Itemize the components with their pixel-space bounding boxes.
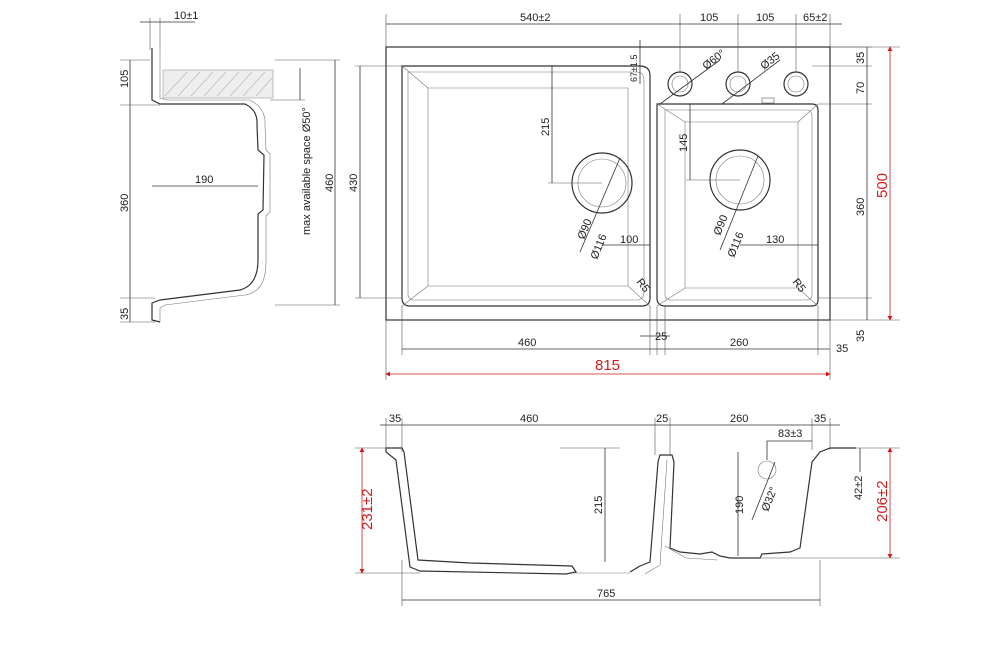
top-dim-60: Ø60° [700,47,727,72]
front-dim-460: 460 [520,413,538,425]
side-dim-top: 10±1 [174,10,198,22]
side-note: max available space Ø50° [301,107,313,235]
front-dim-32: Ø32° [760,485,781,513]
top-dim-815: 815 [595,357,620,374]
top-dim-360-right: 360 [855,198,867,216]
front-dim-231: 231±2 [359,488,376,530]
top-dim-260: 260 [730,337,748,349]
top-dim-430: 430 [348,174,360,192]
top-dim-130: 130 [766,234,784,246]
side-dim-105: 105 [119,70,131,88]
side-dim-460: 460 [324,174,336,192]
top-dim-35-dia: Ø35 [758,50,782,72]
side-view: 10±1 105 360 35 190 460 [119,10,340,323]
front-dim-35-right: 35 [814,413,826,425]
front-dim-765: 765 [597,588,615,600]
top-dim-105b: 105 [756,12,774,24]
top-dim-460: 460 [518,337,536,349]
drain-left-90: Ø90 [576,217,595,241]
top-dim-35-bottom: 35 [855,330,867,342]
drain-right-90: Ø90 [712,213,731,237]
front-dim-215: 215 [593,496,605,514]
front-dim-25: 25 [656,413,668,425]
top-dim-65: 65±2 [803,12,827,24]
front-dim-42: 42±2 [853,476,865,500]
top-dim-67: 67±1.5 [629,55,639,82]
front-dim-83: 83±3 [778,428,802,440]
side-dim-360: 360 [119,194,131,212]
top-dim-35-right: 35 [836,343,848,355]
front-dim-35-left: 35 [389,413,401,425]
top-dim-25: 25 [655,331,667,343]
front-view: 35 460 25 260 35 83±3 231±2 215 190 Ø32° [355,413,900,606]
top-dim-100: 100 [620,234,638,246]
top-dim-105a: 105 [700,12,718,24]
top-dim-145: 145 [678,134,690,152]
side-dim-190: 190 [195,174,213,186]
top-dim-215: 215 [540,118,552,136]
drain-left-116: Ø116 [589,232,610,261]
top-dim-540: 540±2 [520,12,551,24]
top-dim-35-top: 35 [855,52,867,64]
radius-right: R5 [790,276,808,294]
front-dim-190: 190 [734,496,746,514]
front-dim-260: 260 [730,413,748,425]
top-dim-500: 500 [874,173,891,198]
radius-left: R5 [634,276,652,294]
front-dim-206: 206±2 [874,480,891,522]
side-dim-35: 35 [119,308,131,320]
top-dim-70: 70 [855,82,867,94]
top-view: 540±2 105 105 65±2 35 70 360 35 500 430 … [348,12,900,380]
